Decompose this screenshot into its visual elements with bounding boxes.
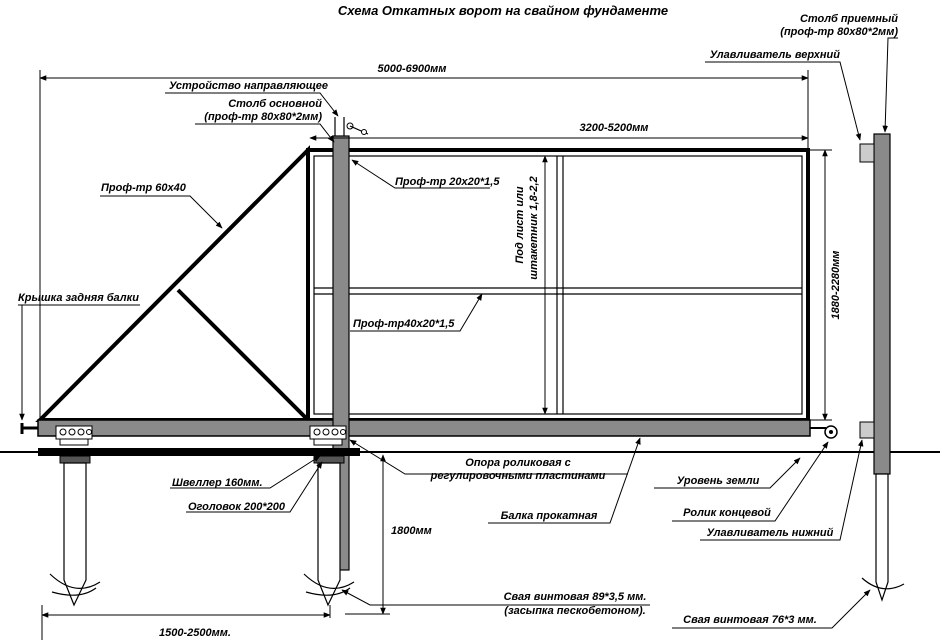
label-screw-pile-small: Свая винтовая 76*3 мм. — [683, 614, 817, 626]
gate-leaf-frame — [306, 148, 810, 422]
label-screw-pile-main-2: (засыпка пескобетоном). — [504, 605, 645, 617]
label-sheet-1: Под лист или — [514, 186, 526, 264]
label-receiving-post-1: Столб приемный — [800, 13, 898, 25]
labels: 5000-6900мм 3200-5200мм 1880-2280мм 1800… — [18, 13, 898, 639]
label-roller-support-2: регулировочными пластинами — [430, 470, 606, 482]
counterweight-brace — [176, 288, 310, 422]
label-receiving-post-2: (проф-тр 80х80*2мм) — [780, 26, 898, 38]
cap-plate-left — [59, 455, 91, 464]
dimension-lines — [18, 70, 832, 640]
label-screw-pile-main-1: Свая винтовая 89*3,5 мм. — [504, 591, 647, 603]
label-cap-plate: Оголовок 200*200 — [188, 501, 286, 513]
diagram-title: Схема Откатных ворот на свайном фундамен… — [338, 3, 668, 18]
screw-pile-left — [49, 462, 101, 607]
label-prof-60x40: Проф-тр 60х40 — [101, 182, 187, 194]
dim-overall-length: 5000-6900мм — [378, 63, 447, 75]
dim-height: 1880-2280мм — [830, 251, 842, 320]
channel-beam — [38, 448, 360, 456]
label-roller-support-1: Опора роликовая с — [465, 457, 570, 469]
label-prof-40x20: Проф-тр40х20*1,5 — [353, 318, 455, 330]
label-main-post-1: Столб основной — [228, 98, 322, 110]
label-main-post-2: (проф-тр 80х80*2мм) — [204, 111, 322, 123]
label-guide-device: Устройство направляющее — [169, 80, 328, 92]
receiving-post — [873, 133, 891, 475]
rolled-beam — [37, 419, 811, 437]
dim-pile-depth: 1800мм — [391, 525, 432, 537]
lower-catcher — [859, 421, 875, 439]
label-channel: Швеллер 160мм. — [172, 477, 263, 489]
label-back-cap: Крышка задняя балки — [18, 292, 139, 304]
dim-pile-spacing: 1500-2500мм. — [159, 627, 231, 639]
roller-carriage-right — [309, 425, 347, 446]
label-end-roller: Ролик концевой — [683, 507, 771, 519]
label-lower-catcher: Улавливатель нижний — [707, 527, 834, 539]
dim-opening: 3200-5200мм — [580, 122, 649, 134]
gate-leaf-inner — [313, 155, 803, 415]
screw-pile-right — [303, 462, 355, 607]
leader-lines — [100, 37, 898, 629]
label-ground-level: Уровень земли — [677, 475, 760, 487]
label-sheet-2: штакетник 1,8-2,2 — [528, 176, 540, 279]
label-upper-catcher: Улавливатель верхний — [710, 49, 841, 61]
upper-catcher — [859, 143, 875, 163]
receiving-pile — [861, 473, 905, 602]
roller-carriage-left — [55, 425, 93, 446]
guide-device-icon — [334, 117, 369, 136]
label-prof-20x20: Проф-тр 20х20*1,5 — [395, 176, 500, 188]
label-rolled-beam: Балка прокатная — [501, 510, 598, 522]
end-roller-axle — [829, 430, 833, 434]
